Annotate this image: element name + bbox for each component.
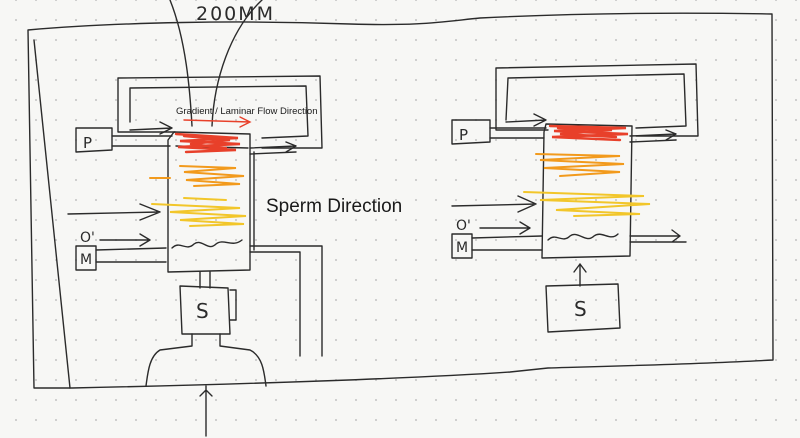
right-yellow-band xyxy=(523,191,651,217)
left-out-upper xyxy=(249,141,297,155)
flow-direction-label: Gradient / Laminar Flow Direction xyxy=(176,106,318,117)
left-m-label: M xyxy=(80,252,92,268)
left-orange-band xyxy=(149,165,245,187)
right-red-band xyxy=(548,124,629,142)
left-device: 200MM Gradient / Laminar Flow Direction … xyxy=(33,0,323,437)
right-p-pipe xyxy=(489,127,547,139)
left-yellow-band xyxy=(151,197,247,227)
left-m-box xyxy=(75,245,97,271)
left-s-label: S xyxy=(196,299,209,323)
right-top-loop-inner xyxy=(505,73,687,129)
left-s-stem xyxy=(199,271,211,289)
left-out-lower xyxy=(249,245,323,357)
right-s-arrow xyxy=(573,263,587,287)
left-p-pipe xyxy=(111,135,173,147)
left-pipe-up-1 xyxy=(169,0,193,127)
left-p-label: P xyxy=(83,134,92,152)
right-top-loop xyxy=(495,63,699,137)
right-out-upper xyxy=(629,129,677,143)
left-s-outlet xyxy=(229,289,237,321)
right-p-label: P xyxy=(459,126,468,144)
left-p-arrow xyxy=(129,121,173,135)
right-m-arrow xyxy=(479,221,531,235)
left-drain xyxy=(199,385,213,437)
right-out-lower xyxy=(629,229,687,243)
left-o-label: O' xyxy=(80,230,95,246)
left-top-loop-inner xyxy=(129,85,309,139)
right-p-box xyxy=(451,119,491,145)
right-device: P O' M S xyxy=(451,63,699,333)
right-p-arrow xyxy=(505,113,547,127)
sperm-direction-label: Sperm Direction xyxy=(266,196,402,217)
left-wave xyxy=(171,239,243,249)
left-pipe-up-2 xyxy=(211,0,263,127)
outer-boundary xyxy=(27,12,774,389)
left-m-arrow xyxy=(99,233,151,247)
left-mid-arrow xyxy=(67,203,161,221)
top-note: 200MM xyxy=(196,3,275,25)
left-m-pipe xyxy=(95,247,167,263)
right-mid-arrow xyxy=(451,195,537,213)
left-top-loop xyxy=(117,75,323,149)
right-m-box xyxy=(451,233,473,259)
right-m-pipe xyxy=(471,235,543,251)
left-side-line xyxy=(33,39,71,389)
left-p-box xyxy=(75,127,113,153)
left-red-band xyxy=(174,132,241,154)
right-o-label: O' xyxy=(456,218,471,234)
left-s-box xyxy=(179,285,231,335)
right-s-label: S xyxy=(574,297,587,321)
left-manifold xyxy=(145,333,267,387)
left-flow-arrow xyxy=(183,116,252,128)
right-m-label: M xyxy=(456,240,468,256)
right-s-box xyxy=(545,283,621,333)
left-chamber xyxy=(167,131,251,273)
right-chamber xyxy=(541,123,633,259)
right-orange-band xyxy=(535,153,625,177)
right-wave xyxy=(547,233,619,241)
